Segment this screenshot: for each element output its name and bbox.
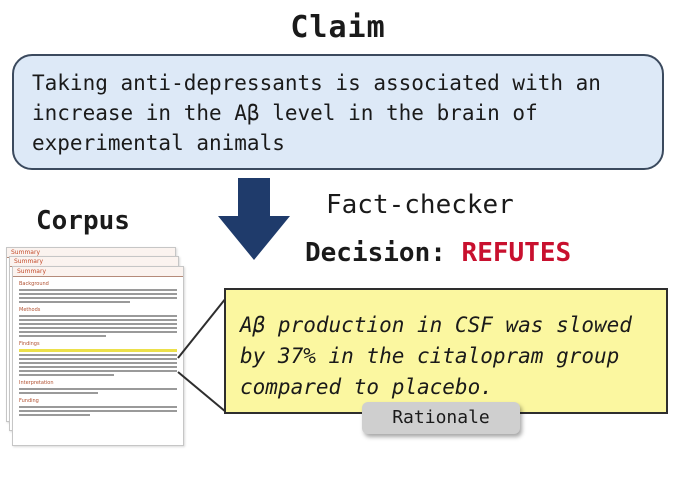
- claim-box: Taking anti-depressants is associated wi…: [12, 54, 664, 170]
- rationale-box: Aβ production in CSF was slowed by 37% i…: [224, 288, 668, 414]
- doc-section: Funding: [19, 398, 39, 404]
- doc-section: Background: [19, 281, 49, 287]
- decision-value: REFUTES: [461, 238, 572, 268]
- claim-text: Taking anti-depressants is associated wi…: [32, 71, 601, 155]
- doc-section: Findings: [19, 341, 40, 347]
- rationale-text: Aβ production in CSF was slowed by 37% i…: [240, 313, 632, 399]
- down-arrow-icon: [218, 178, 290, 260]
- fact-checker-label: Fact-checker: [326, 190, 514, 220]
- highlighted-evidence: [19, 349, 177, 352]
- corpus-title: Corpus: [36, 206, 130, 236]
- doc-header: Summary: [13, 267, 183, 277]
- claim-title: Claim: [290, 10, 386, 45]
- rationale-label: Rationale: [362, 402, 520, 434]
- corpus-doc-front: Summary Background Methods Findings Inte…: [12, 266, 184, 446]
- doc-section: Methods: [19, 307, 41, 313]
- doc-section: Interpretation: [19, 380, 54, 386]
- decision-label: Decision:: [305, 238, 446, 268]
- decision: Decision: REFUTES: [305, 238, 571, 268]
